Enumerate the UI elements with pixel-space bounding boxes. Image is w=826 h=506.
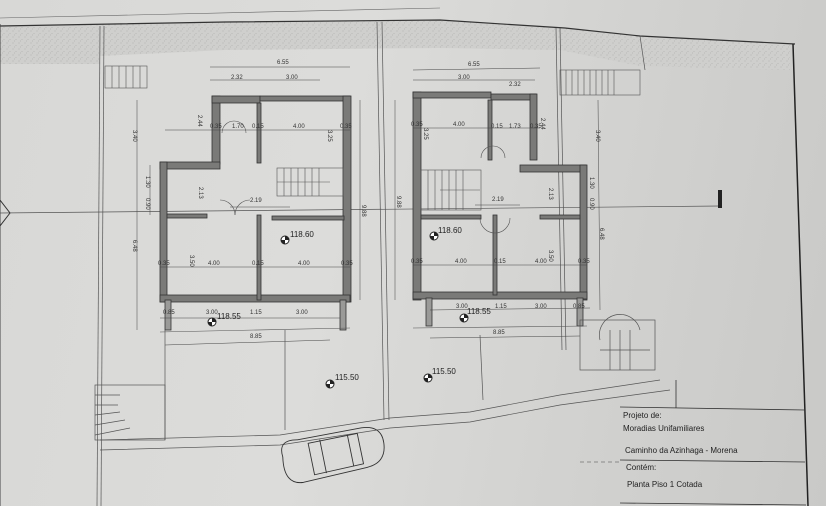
dim: 2.13: [547, 188, 553, 200]
dim: 3.25: [326, 130, 332, 142]
dim: 4.00: [453, 122, 465, 128]
right-house-plan: 6.55 3.00 2.32 0.35 4.00 0.15 1.73 0.35 …: [394, 62, 604, 383]
dim: 0.35: [411, 122, 423, 128]
dim: 2.13: [197, 187, 203, 199]
level-marker-icon: [429, 231, 439, 241]
dim: 1.73: [509, 124, 521, 130]
dim-lot-width: 8.85: [493, 330, 505, 336]
dim: 1.70: [232, 124, 244, 130]
car-icon: [281, 426, 385, 484]
level-marker-icon: [459, 313, 469, 323]
dim: 0.85: [163, 310, 175, 316]
dim: 0.35: [341, 261, 353, 267]
level-marker-icon: [280, 235, 290, 245]
dim: 3.50: [188, 255, 194, 267]
dim: 0.35: [578, 259, 590, 265]
dim-depth: 9.88: [360, 205, 366, 217]
dim-top-seg: 2.32: [231, 75, 243, 81]
dim: 3.50: [547, 250, 553, 262]
dim: 2.44: [539, 118, 545, 130]
dim: 0.35: [530, 124, 542, 130]
dim: 4.00: [298, 261, 310, 267]
dim: 0.85: [573, 304, 585, 310]
contents-value: Planta Piso 1 Cotada: [627, 480, 703, 489]
dim: 3.00: [535, 304, 547, 310]
level-balcony: 118.55: [217, 312, 241, 321]
dim: 0.15: [491, 124, 503, 130]
dim-lot-width: 8.85: [250, 334, 262, 340]
contents-label: Contém:: [626, 463, 657, 472]
dim: 0.90: [588, 198, 594, 210]
dim: 3.25: [422, 128, 428, 140]
dim: 2.19: [250, 198, 262, 204]
project-location: Caminho da Azinhaga - Morena: [625, 446, 738, 455]
dim: 3.00: [458, 75, 470, 81]
level-floor: 118.60: [438, 226, 462, 235]
level-marker-icon: [423, 373, 433, 383]
level-ground: 115.50: [335, 373, 359, 382]
dim-top-seg: 3.00: [286, 75, 298, 81]
level-balcony: 118.55: [467, 307, 491, 316]
dim: 4.00: [208, 261, 220, 267]
dim-depth: 9.88: [395, 196, 401, 208]
dim: 4.00: [455, 259, 467, 265]
level-marker-icon: [325, 379, 335, 389]
dim: 3.40: [594, 130, 600, 142]
dim: 3.00: [456, 304, 468, 310]
dim: 1.30: [144, 176, 150, 188]
dim: 1.15: [250, 310, 262, 316]
dim: 0.15: [252, 261, 264, 267]
dim: 1.30: [588, 177, 594, 189]
dim: 3.40: [131, 130, 137, 142]
dim: 6.48: [131, 240, 137, 252]
dim-overall-width: 6.55: [468, 62, 480, 68]
dim-overall-width: 6.55: [277, 60, 289, 66]
dim: 3.00: [296, 310, 308, 316]
dim: 4.00: [293, 124, 305, 130]
dim: 2.19: [492, 197, 504, 203]
dim: 4.00: [535, 259, 547, 265]
dim: 2.44: [196, 115, 202, 127]
dim: 0.35: [411, 259, 423, 265]
dim: 0.35: [210, 124, 222, 130]
left-house-plan: 6.55 2.32 3.00 0.35 1.70 0.15 4.00 0.35 …: [131, 60, 366, 389]
dim: 0.15: [252, 124, 264, 130]
level-floor: 118.60: [290, 230, 314, 239]
level-ground: 115.50: [432, 367, 456, 376]
dim: 3.00: [206, 310, 218, 316]
dim: 0.35: [340, 124, 352, 130]
dim: 0.15: [494, 259, 506, 265]
dim: 1.15: [495, 304, 507, 310]
dim: 0.35: [158, 261, 170, 267]
dim: 6.48: [598, 228, 604, 240]
dim: 2.32: [509, 82, 521, 88]
project-name: Moradias Unifamiliares: [623, 424, 705, 433]
level-marker-icon: [207, 317, 217, 327]
project-label: Projeto de:: [623, 411, 662, 420]
title-block: Projeto de: Moradias Unifamiliares Camin…: [620, 405, 806, 506]
dim: 0.90: [144, 198, 150, 210]
